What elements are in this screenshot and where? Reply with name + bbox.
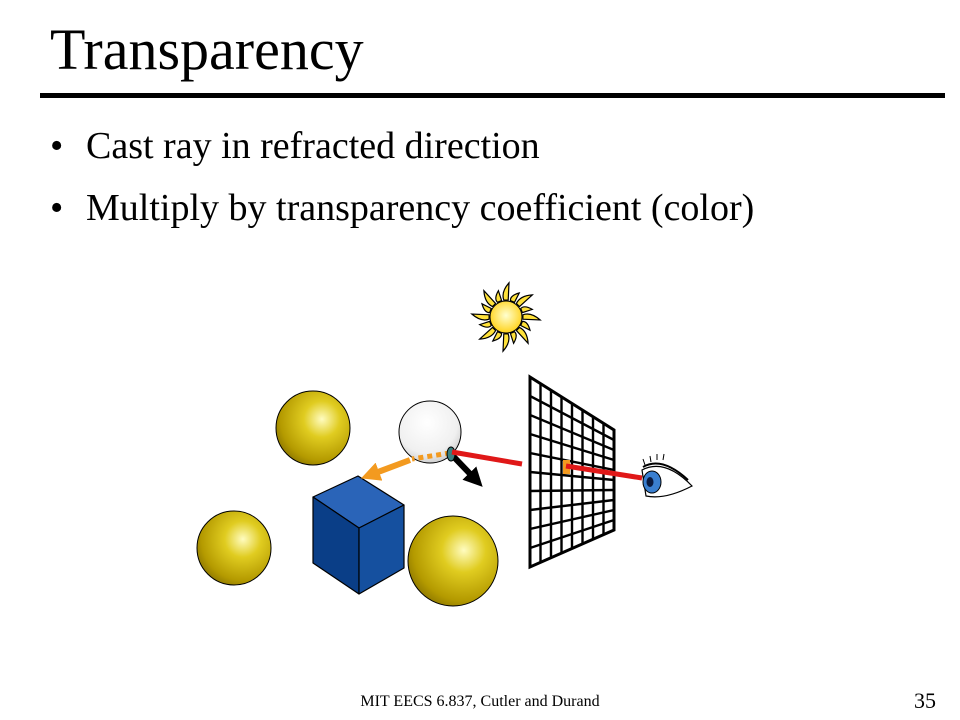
slide-number: 35	[914, 688, 936, 713]
bullet-text: Multiply by transparency coefficient (co…	[86, 187, 755, 229]
bullet-text: Cast ray in refracted direction	[86, 125, 540, 167]
grid-line-horizontal	[530, 394, 614, 442]
sun-ray	[491, 330, 503, 342]
footer-text: MIT EECS 6.837, Cutler and Durand	[360, 693, 600, 710]
yellow-sphere-left	[196, 510, 272, 586]
sun-ray	[509, 330, 517, 345]
grid-line-horizontal	[530, 508, 614, 531]
image-plane-grid-icon	[528, 374, 616, 570]
sun-ray	[519, 306, 534, 314]
primary-ray-segment	[451, 449, 523, 467]
grid-line-horizontal	[530, 470, 614, 482]
slide-title: Transparency	[50, 17, 364, 82]
sun-ray	[470, 313, 490, 321]
grid-line-horizontal	[530, 451, 614, 472]
sun-ray	[478, 320, 493, 328]
bullet-list: •Cast ray in refracted direction •Multip…	[50, 118, 754, 242]
grid-line-horizontal	[530, 498, 614, 512]
yellow-sphere-right	[407, 515, 499, 607]
primary-ray-to-eye	[565, 463, 643, 481]
sun-ray	[515, 294, 534, 308]
grid-line-horizontal	[530, 432, 614, 462]
sun-ray	[502, 333, 510, 353]
reflected-ray-arrow	[449, 452, 483, 487]
grid-line-horizontal	[530, 413, 614, 452]
bullet-item: •Cast ray in refracted direction	[50, 125, 540, 167]
eye-icon	[641, 453, 693, 498]
sun-icon	[470, 281, 542, 353]
grid-line-horizontal	[530, 518, 614, 550]
bullet-item: •Multiply by transparency coefficient (c…	[50, 187, 755, 229]
sun-ray	[519, 320, 531, 332]
sun-ray	[509, 292, 521, 304]
sun-ray	[502, 281, 510, 301]
sun-ray	[483, 289, 497, 308]
title-rule	[40, 93, 945, 98]
refracted-ray-arrow	[361, 457, 412, 481]
sun-ray	[478, 326, 497, 340]
sun-ray	[515, 326, 529, 345]
transparent-sphere	[398, 400, 462, 464]
sun-ray	[522, 313, 542, 321]
blue-cube	[312, 475, 405, 595]
grid-line-horizontal	[530, 488, 614, 493]
yellow-sphere-top	[275, 390, 351, 466]
sun-ray	[481, 302, 493, 314]
refracted-ray-inside	[411, 450, 451, 462]
sun-ray	[495, 289, 503, 304]
